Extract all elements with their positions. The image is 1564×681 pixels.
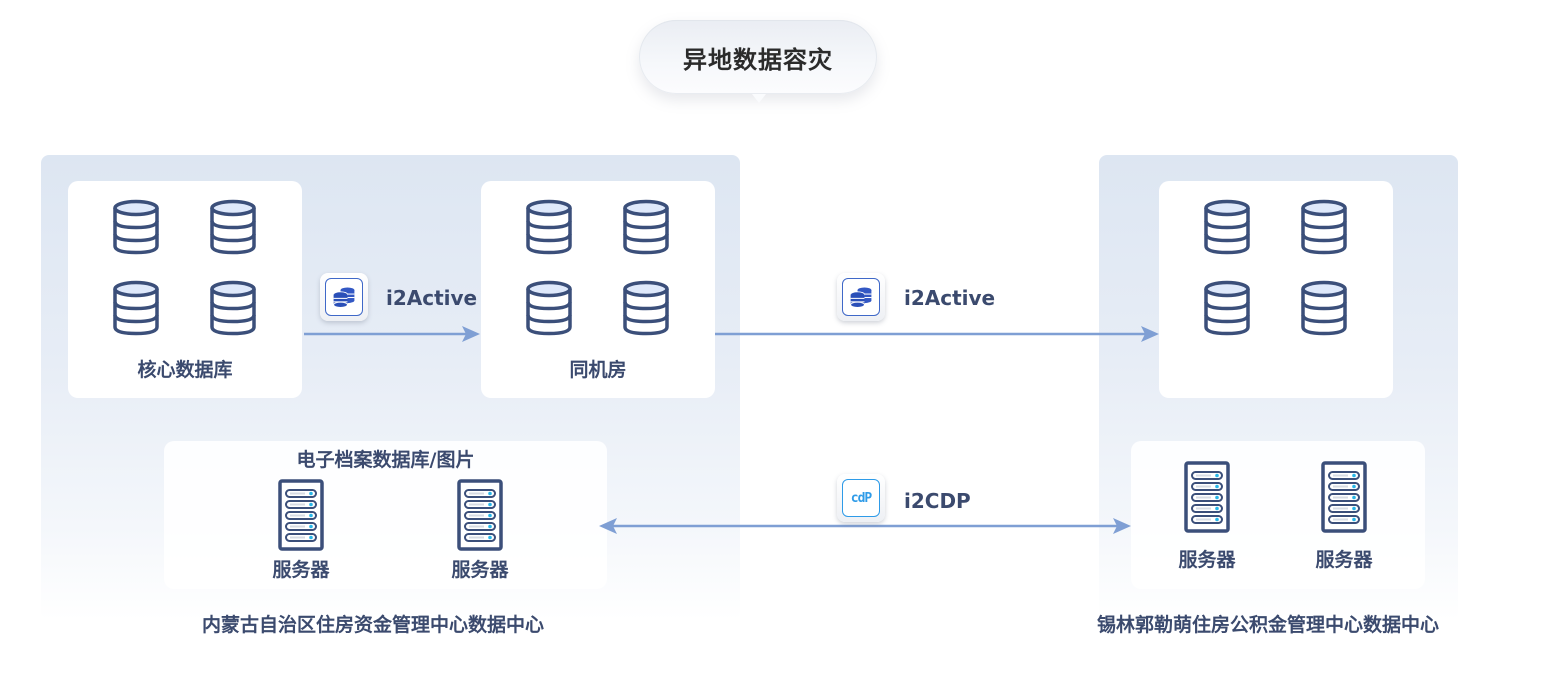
database-icon	[622, 199, 670, 255]
server-icon	[1321, 461, 1367, 533]
link-label-i2active-remote: i2Active	[904, 286, 996, 310]
database-icon	[209, 280, 257, 336]
server-icon	[457, 479, 503, 551]
i2active-badge	[837, 273, 885, 321]
database-icon	[622, 280, 670, 336]
cdp-icon: cdP	[850, 490, 873, 506]
remote-database-card	[1159, 181, 1393, 398]
archive-card: 电子档案数据库/图片 服务器 服务器	[164, 441, 607, 589]
right-datacenter-name: 锡林郭勒萌住房公积金管理中心数据中心	[1097, 614, 1440, 636]
arrow-same-room-to-remote	[715, 326, 1159, 342]
database-icon	[209, 199, 257, 255]
archive-title: 电子档案数据库/图片	[296, 449, 475, 471]
database-icon	[1300, 280, 1348, 336]
database-icon	[1300, 199, 1348, 255]
server-label: 服务器	[1315, 549, 1373, 571]
database-icon	[112, 199, 160, 255]
i2active-icon	[331, 284, 357, 310]
database-icon	[525, 280, 573, 336]
server-icon	[278, 479, 324, 551]
cdp-badge: cdP	[837, 474, 885, 522]
database-icon	[112, 280, 160, 336]
same-room-label: 同机房	[569, 359, 627, 381]
database-icon	[525, 199, 573, 255]
i2active-badge	[320, 273, 368, 321]
diagram-title: 异地数据容灾	[639, 20, 877, 103]
i2active-icon	[848, 284, 874, 310]
core-database-label: 核心数据库	[137, 359, 233, 381]
server-label: 服务器	[1178, 549, 1236, 571]
link-label-i2cdp: i2CDP	[904, 489, 971, 513]
database-icon	[1203, 199, 1251, 255]
remote-servers-card: 服务器 服务器	[1131, 441, 1425, 589]
database-icon	[1203, 280, 1251, 336]
same-room-card: 同机房	[481, 181, 715, 398]
left-datacenter-name: 内蒙古自治区住房资金管理中心数据中心	[202, 614, 545, 636]
server-label: 服务器	[272, 559, 330, 581]
link-label-i2active-local: i2Active	[386, 286, 478, 310]
core-database-card: 核心数据库	[68, 181, 302, 398]
server-label: 服务器	[451, 559, 509, 581]
server-icon	[1184, 461, 1230, 533]
